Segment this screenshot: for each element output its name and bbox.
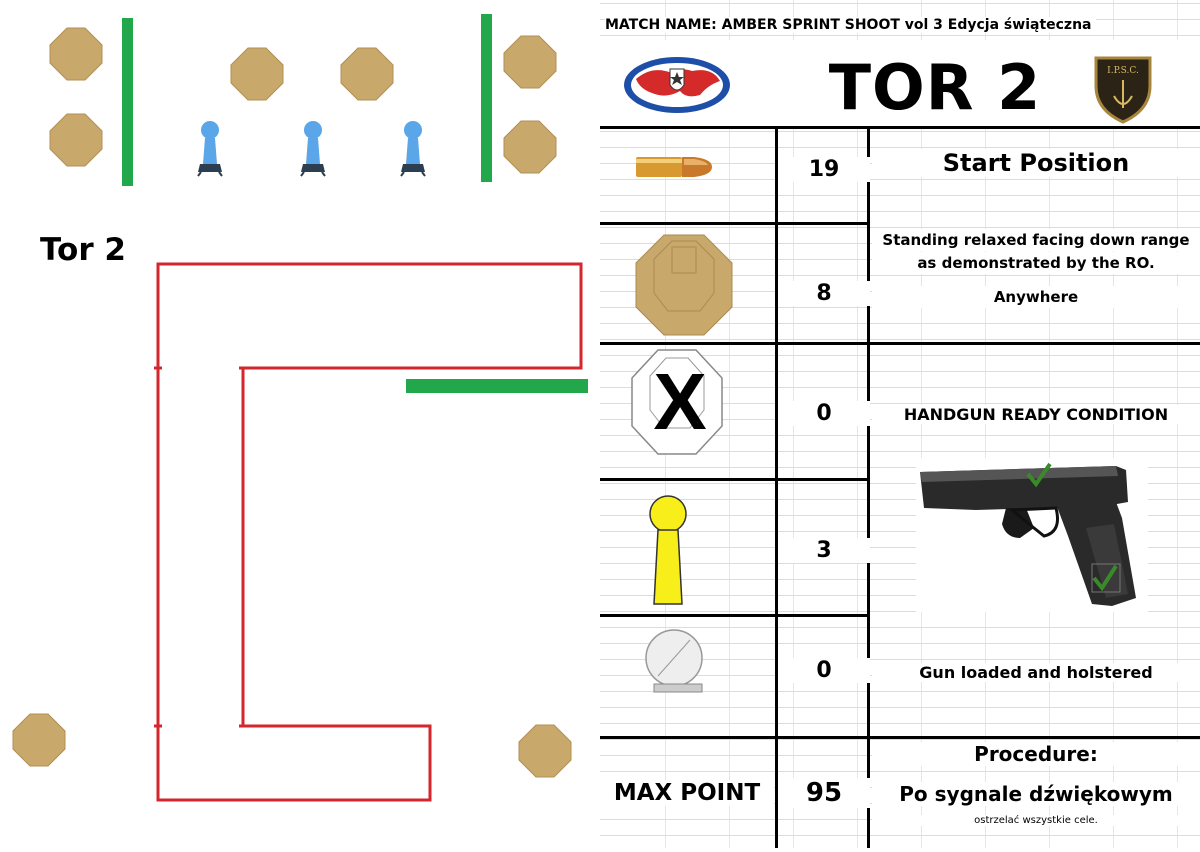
start-position-heading: Start Position xyxy=(872,149,1200,177)
paper-target xyxy=(503,120,557,174)
wall xyxy=(122,18,133,186)
row-divider xyxy=(600,126,1200,129)
paper-target xyxy=(340,47,394,101)
match-name: MATCH NAME: AMBER SPRINT SHOOT vol 3 Edy… xyxy=(605,17,1096,33)
procedure-heading: Procedure: xyxy=(872,742,1200,766)
column-divider xyxy=(867,126,870,848)
row-divider xyxy=(600,342,1200,345)
wall xyxy=(481,14,492,182)
row-divider xyxy=(600,478,870,481)
ipsc-shield-text: I.P.S.C. xyxy=(1107,66,1139,76)
no-shoot-mark: X xyxy=(653,357,707,446)
procedure-line2: ostrzelać wszystkie cele. xyxy=(872,815,1200,826)
start-position-line3: Anywhere xyxy=(872,286,1200,308)
no-shoots-count: 0 xyxy=(778,401,870,426)
paper-target xyxy=(230,47,284,101)
stage-diagram: Tor 2 xyxy=(0,0,600,848)
row-divider xyxy=(600,222,870,225)
bullet-icon xyxy=(636,157,712,177)
stage-sheet: MATCH NAME: AMBER SPRINT SHOOT vol 3 Edy… xyxy=(600,0,1200,848)
rounds-count: 19 xyxy=(778,157,870,182)
plates-count: 0 xyxy=(778,658,870,683)
handgun-icon xyxy=(916,458,1148,612)
stage-title: TOR 2 xyxy=(828,51,1042,124)
ready-condition-text: Gun loaded and holstered xyxy=(872,663,1200,682)
paper-target xyxy=(49,113,103,167)
popper-target xyxy=(197,120,223,177)
ipsc-shield-icon: I.P.S.C. xyxy=(1094,56,1152,124)
paper-target xyxy=(12,713,66,767)
max-point-value: 95 xyxy=(778,778,870,808)
stage-label: Tor 2 xyxy=(40,232,126,268)
ipsc-target-icon xyxy=(635,234,733,336)
iroa-logo-icon xyxy=(624,57,730,113)
poppers-count: 3 xyxy=(778,538,870,563)
paper-target xyxy=(49,27,103,81)
max-point-label: MAX POINT xyxy=(600,780,774,806)
popper-icon xyxy=(649,495,687,605)
paper-target xyxy=(503,35,557,89)
column-divider xyxy=(775,126,778,848)
paper-targets-count: 8 xyxy=(778,281,870,306)
row-divider xyxy=(600,736,1200,739)
procedure-line1: Po sygnale dźwiękowym xyxy=(872,782,1200,806)
wall xyxy=(406,379,588,393)
stage-diagram-svg xyxy=(12,14,588,802)
start-position-line1: Standing relaxed facing down range xyxy=(872,229,1200,251)
start-position-line2: as demonstrated by the RO. xyxy=(872,252,1200,274)
row-divider xyxy=(600,614,870,617)
paper-target xyxy=(518,724,572,778)
popper-target xyxy=(400,120,426,177)
popper-target xyxy=(300,120,326,177)
shooting-area-fault-line xyxy=(156,262,583,802)
steel-plate-icon xyxy=(645,629,703,693)
no-shoot-target-icon xyxy=(631,349,723,455)
ready-condition-heading: HANDGUN READY CONDITION xyxy=(872,405,1200,424)
